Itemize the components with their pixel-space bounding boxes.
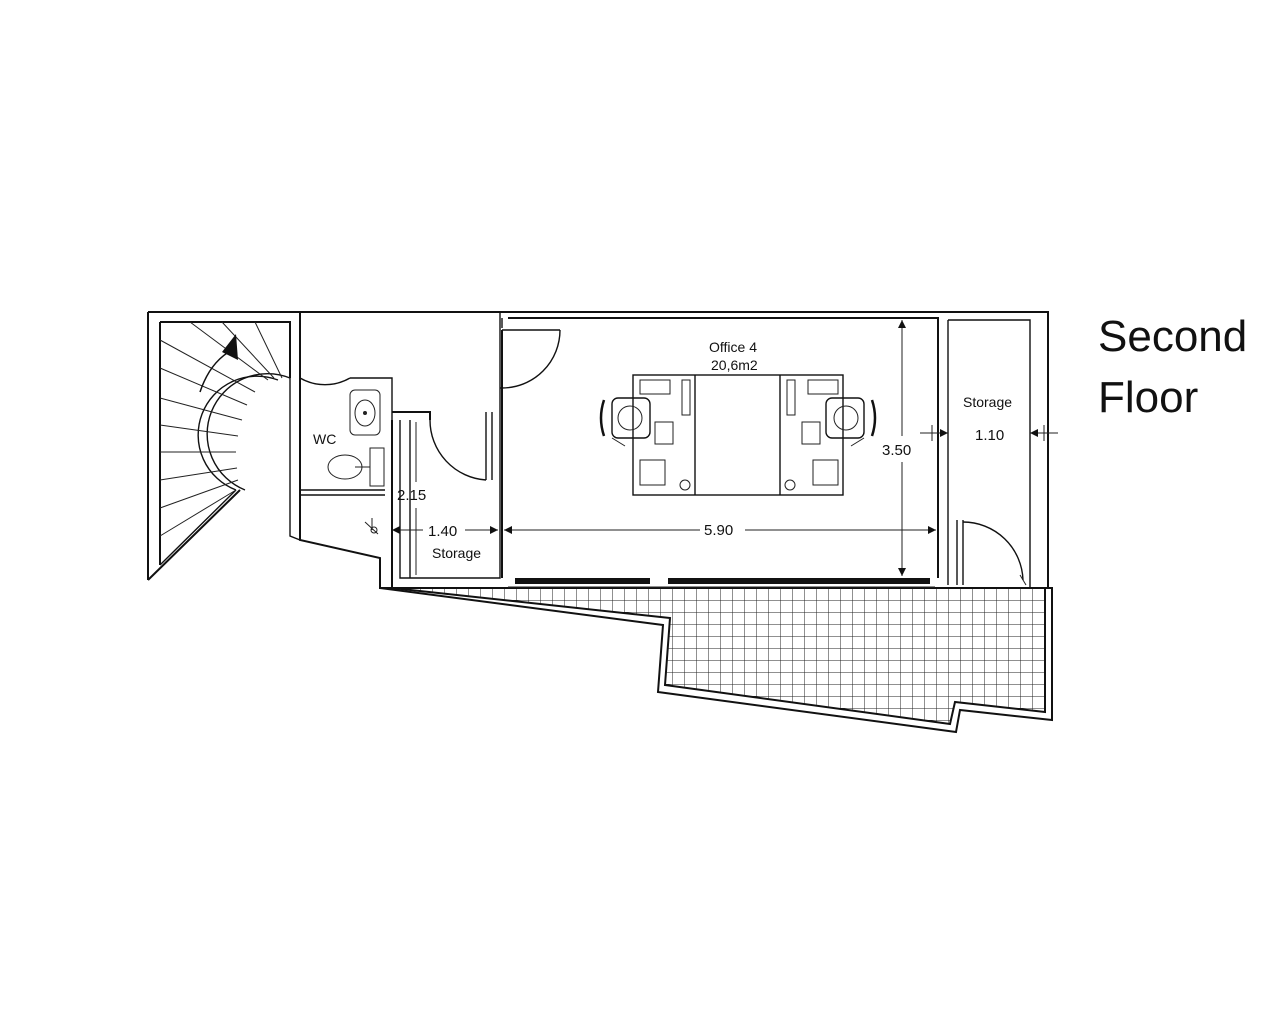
floor-title-line2: Floor: [1098, 373, 1198, 422]
room-label-storage-right: Storage: [963, 394, 1012, 410]
room-area-office: 20,6m2: [711, 357, 758, 373]
door-swing-icon: [501, 329, 561, 389]
dimension-storage-right-width: 1.10: [920, 425, 1058, 444]
dim-storage-small-width: 1.40: [428, 523, 457, 540]
room-label-storage-small: Storage: [432, 545, 481, 561]
desk-cluster: [632, 374, 844, 496]
room-label-office: Office 4: [709, 339, 757, 355]
dim-office-width: 5.90: [704, 522, 733, 539]
toilet-icon: [327, 447, 385, 487]
dim-storage-small-depth: 2.15: [397, 487, 426, 504]
desk-chair-icon: [599, 397, 651, 447]
office-walls: [500, 317, 939, 578]
floor-title-line1: Second: [1098, 312, 1247, 361]
storage-small-walls: [399, 312, 501, 579]
door-swing-icon: [962, 521, 1024, 581]
dimension-storage-small-width: 1.40: [392, 523, 498, 540]
valve-icon: [364, 518, 379, 535]
dimension-office-depth: 3.50: [882, 320, 911, 576]
dimension-office-width: 5.90: [504, 522, 936, 539]
terrace: [379, 587, 1053, 734]
terrace-outer-edge: [379, 587, 1053, 734]
dim-office-depth: 3.50: [882, 442, 911, 459]
dimension-storage-small-depth: 2.15: [397, 422, 426, 575]
dim-storage-right-width: 1.10: [975, 427, 1004, 444]
outer-walls: [147, 311, 1049, 588]
wc-walls: [289, 312, 431, 589]
room-label-wc: WC: [313, 431, 336, 447]
storage-right-walls: [947, 319, 1031, 588]
staircase: [159, 321, 291, 566]
door-swing-icon: [429, 419, 487, 481]
office-windows: [508, 578, 935, 588]
stair-treads: [159, 321, 283, 537]
stair-arrow-icon: [199, 334, 238, 393]
terrace-tiles: [391, 587, 1046, 726]
sink-icon: [349, 389, 381, 436]
desk-chair-icon: [825, 397, 877, 447]
